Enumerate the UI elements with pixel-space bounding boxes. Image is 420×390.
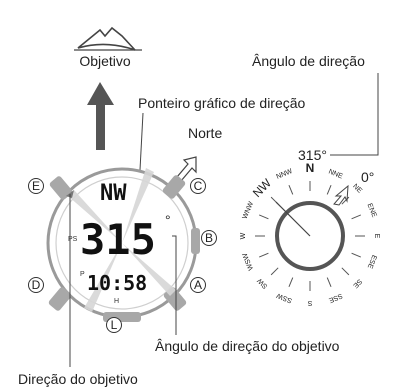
objective-angle-label: Ângulo de direção do objetivo	[155, 338, 340, 354]
button-e-shape[interactable]	[49, 175, 74, 201]
compass-zero-label: 0°	[361, 169, 374, 185]
compass-tick-wsw	[258, 252, 269, 258]
lcd-direction: NW	[100, 181, 127, 206]
compass-tick-se	[341, 267, 350, 276]
compass-angle-value: 315°	[298, 147, 327, 163]
button-b-shape[interactable]	[191, 228, 200, 254]
compass-label-n: N	[306, 161, 315, 175]
compass-label-e: E	[373, 234, 380, 239]
button-d-shape[interactable]	[48, 286, 73, 312]
lcd-degree: °	[165, 212, 171, 228]
compass-label-nnw: NNW	[275, 168, 293, 181]
button-d-label-ring	[28, 277, 44, 293]
compass-tick-ssw	[288, 277, 294, 288]
compass-label-sse: SSE	[327, 292, 343, 304]
button-a-label: A	[194, 278, 202, 292]
graphic-pointer-label: Ponteiro gráfico de direção	[138, 95, 306, 111]
compass-label-wsw: WSW	[242, 252, 255, 272]
button-b-label: B	[205, 231, 213, 245]
north-arrow-icon	[176, 156, 197, 182]
pointer-wedge-left	[68, 190, 122, 243]
pointer-wedge-right	[122, 243, 176, 296]
button-b-label-ring	[201, 230, 217, 246]
direction-angle-label: Ângulo de direção	[252, 53, 365, 69]
watch: NW 315 ° 10:58 PS P H E C B A D L	[28, 167, 217, 333]
button-e-label: E	[32, 179, 40, 193]
compass-label-ene: ENE	[366, 202, 378, 218]
compass-tick-wnw	[258, 214, 269, 220]
compass-label-nw: NW	[250, 176, 275, 201]
compass-label-sw: SW	[256, 276, 269, 289]
compass-tick-sw	[270, 267, 279, 276]
compass-tick-ene	[351, 214, 362, 220]
compass-inner-ring	[275, 201, 345, 271]
button-c-label-ring	[190, 178, 206, 194]
compass-tick-ese	[351, 252, 362, 258]
watch-inner-ring	[55, 176, 189, 310]
lcd-angle: 315	[80, 215, 156, 264]
compass-label-ese: ESE	[366, 254, 378, 270]
direction-angle-leader	[330, 73, 379, 156]
button-c-label: C	[194, 179, 203, 193]
mountain-icon	[77, 26, 136, 51]
objective-angle-leader	[172, 235, 177, 335]
compass-tick-sse	[326, 277, 332, 288]
compass-pointer	[275, 201, 311, 237]
compass-label-nne: NNE	[327, 168, 344, 180]
button-d-label: D	[32, 278, 41, 292]
objective-label: Objetivo	[79, 53, 131, 69]
compass-label-wnw: WNW	[242, 200, 256, 220]
north-hollow-arrow-icon	[333, 184, 349, 206]
compass-tick-nnw	[288, 184, 294, 195]
button-l-label: L	[111, 318, 118, 332]
button-c-shape[interactable]	[162, 174, 187, 200]
pointer-wedge-lower	[84, 243, 122, 312]
compass-tick-ne	[341, 196, 350, 205]
north-label: Norte	[188, 125, 222, 141]
lcd-h: H	[114, 298, 119, 305]
lcd-ps: PS	[68, 236, 78, 243]
compass-label-se: SE	[351, 277, 363, 289]
compass-tick-nne	[326, 184, 332, 195]
compass-label-w: W	[240, 232, 247, 239]
button-e-label-ring	[28, 178, 44, 194]
graphic-pointer-leader	[139, 112, 144, 171]
lcd-p: P	[80, 271, 85, 278]
compass-label-s: S	[307, 299, 312, 306]
objective-arrow	[87, 82, 114, 150]
objective-direction-label: Direção do objetivo	[18, 371, 138, 387]
pointer-wedge-upper	[122, 168, 154, 243]
button-l-label-ring	[106, 317, 122, 333]
button-a-label-ring	[190, 277, 206, 293]
compass-label-ssw: SSW	[275, 291, 293, 304]
lcd-time: 10:58	[87, 271, 147, 295]
